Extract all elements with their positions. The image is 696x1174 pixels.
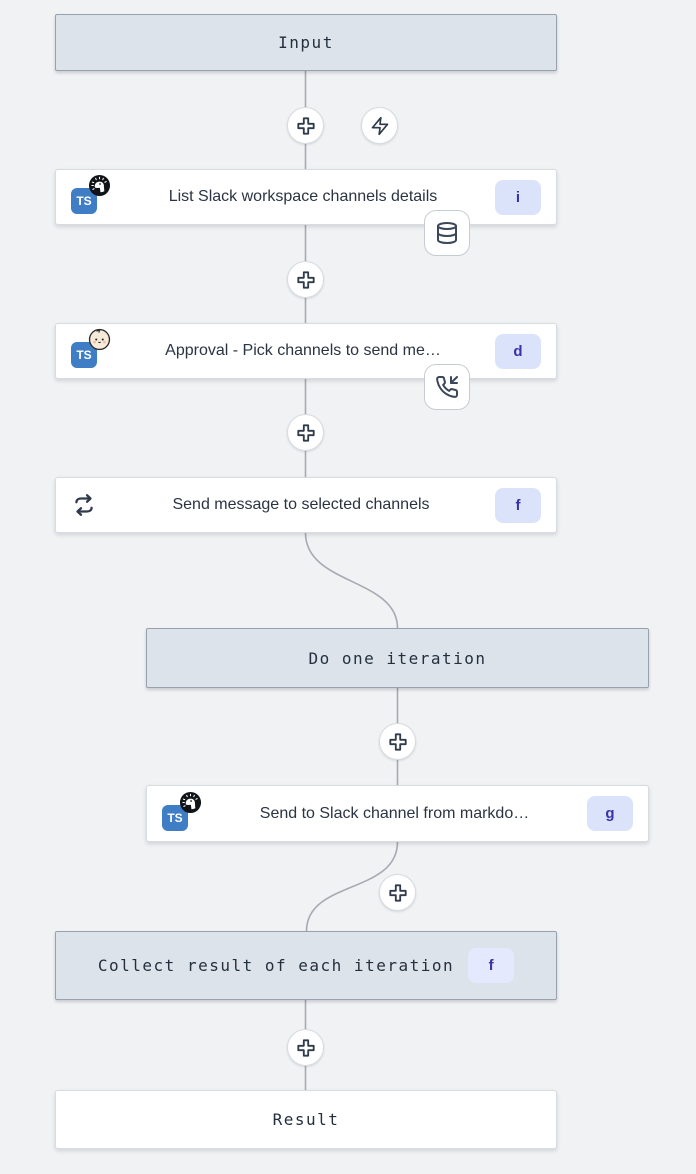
flow-input-node[interactable]: Input [55,14,557,71]
step-id-badge: d [495,333,541,369]
bun-logo-icon [88,328,111,351]
add-step-button[interactable] [379,874,416,911]
step-send-to-slack-channel[interactable]: TS Send to Slack channel from markdo… g [146,785,649,842]
database-icon [437,222,457,244]
plus-cross-icon [296,116,315,135]
flow-result-label: Result [272,1110,340,1129]
approval-suspend-indicator [424,364,470,410]
add-step-button[interactable] [379,723,416,760]
step-list-slack-channels[interactable]: TS List Slack workspace channels details… [55,169,557,225]
add-step-button[interactable] [287,1029,324,1066]
repeat-icon [71,492,97,518]
step-id-badge: f [495,487,541,523]
deno-logo-icon [88,174,111,197]
flow-input-label: Input [278,33,334,52]
flow-result-node[interactable]: Result [55,1090,557,1149]
zap-icon [371,116,388,135]
step-label: List Slack workspace channels details [168,188,438,205]
step-id-badge: f [468,948,515,983]
plus-cross-icon [296,423,315,442]
do-one-iteration-label: Do one iteration [308,648,487,668]
do-one-iteration-node[interactable]: Do one iteration [146,628,649,688]
cache-indicator [424,210,470,256]
add-step-button[interactable] [287,107,324,144]
add-step-button[interactable] [287,261,324,298]
step-label: Send message to selected channels [172,496,430,513]
plus-cross-icon [296,270,315,289]
step-label: Send to Slack channel from markdo… [259,804,530,822]
phone-incoming-icon [436,376,459,398]
step-approval-pick-channels[interactable]: TS Approval - Pick channels to send me… … [55,323,557,379]
collect-result-label: Collect result of each iteration [97,956,455,975]
language-icon-cluster: TS [71,174,111,215]
language-icon-cluster: TS [162,791,202,832]
language-icon-cluster: TS [71,328,111,369]
add-step-button[interactable] [287,414,324,451]
step-id-badge: i [495,179,541,215]
step-id-badge: g [587,796,633,831]
deno-logo-icon [179,791,202,813]
trigger-button[interactable] [361,107,398,144]
step-forloop-send-message[interactable]: Send message to selected channels f [55,477,557,533]
collect-result-node[interactable]: Collect result of each iteration f [55,931,557,1000]
step-label: Approval - Pick channels to send me… [165,342,441,359]
plus-cross-icon [296,1038,315,1057]
plus-cross-icon [388,732,407,751]
plus-cross-icon [388,883,407,902]
